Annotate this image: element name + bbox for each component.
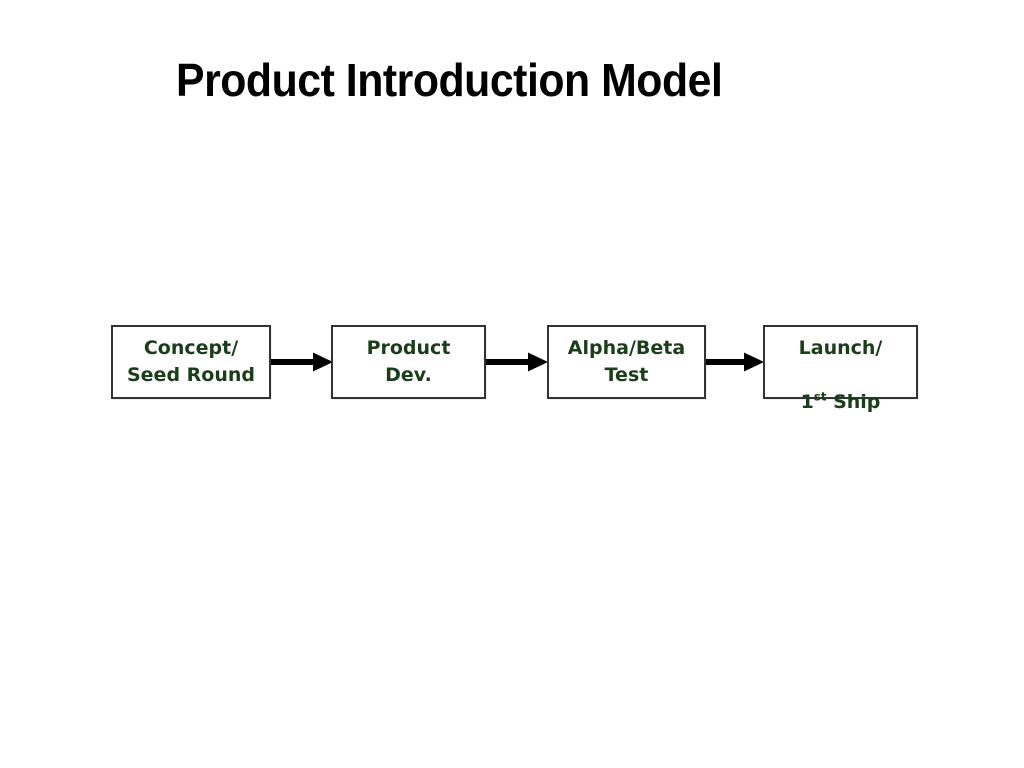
process-flow-diagram: Concept/ Seed Round Product Dev. Alpha/B… [0, 325, 1024, 413]
page-title: Product Introduction Model [176, 54, 723, 106]
flow-stage-line2-prefix: 1 [800, 391, 814, 413]
flow-stage-label: Product Dev. [366, 337, 451, 386]
flow-stage-line2-suffix: Ship [826, 391, 881, 413]
arrow-right-icon [271, 347, 333, 377]
arrow-right-icon [486, 347, 548, 377]
flow-stage-label: Launch/ 1st Ship [795, 308, 887, 416]
arrow-right-icon [706, 347, 764, 377]
flow-stage-label: Concept/ Seed Round [126, 337, 255, 386]
flow-stage-line1: Launch/ [798, 337, 883, 359]
flow-stage-label: Alpha/Beta Test [567, 337, 686, 386]
flow-stage-line2-superscript: st [813, 389, 827, 404]
flow-stage-alpha-beta-test[interactable]: Alpha/Beta Test [547, 325, 706, 399]
flow-stage-launch-first-ship[interactable]: Launch/ 1st Ship [763, 325, 918, 413]
flow-stage-product-dev[interactable]: Product Dev. [331, 325, 486, 399]
flow-stage-concept-seed-round[interactable]: Concept/ Seed Round [111, 325, 271, 399]
